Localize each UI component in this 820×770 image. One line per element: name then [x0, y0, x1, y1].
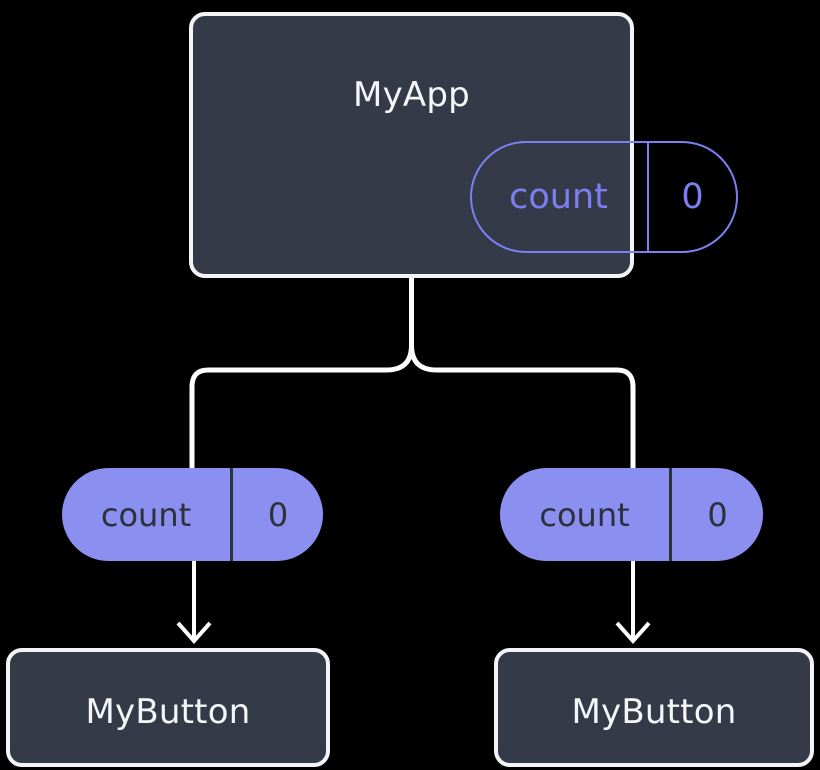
state-pill-root[interactable]: count 0 — [470, 141, 738, 253]
state-value-child-left: 0 — [267, 495, 289, 534]
fork-stem-and-branches — [189, 278, 414, 468]
state-key-child-right: count — [500, 468, 672, 561]
component-node-myapp[interactable]: MyApp count 0 — [189, 12, 738, 278]
component-title-myapp: MyApp — [353, 75, 470, 115]
component-title-mybutton-left: MyButton — [85, 692, 251, 732]
state-key-root: count — [472, 143, 649, 251]
state-value-root: 0 — [681, 177, 704, 217]
arrow-head-right — [615, 621, 651, 645]
state-key-child-left: count — [62, 468, 233, 561]
fork-branch-right — [409, 344, 636, 468]
component-node-mybutton-left[interactable]: MyButton — [6, 648, 330, 767]
state-pill-child-right[interactable]: count 0 — [500, 468, 763, 561]
state-value-child-right: 0 — [707, 495, 728, 534]
component-node-mybutton-right[interactable]: MyButton — [494, 648, 814, 767]
component-title-mybutton-right: MyButton — [571, 692, 737, 732]
state-pill-child-left[interactable]: count 0 — [62, 468, 323, 561]
arrow-head-left — [176, 621, 212, 645]
